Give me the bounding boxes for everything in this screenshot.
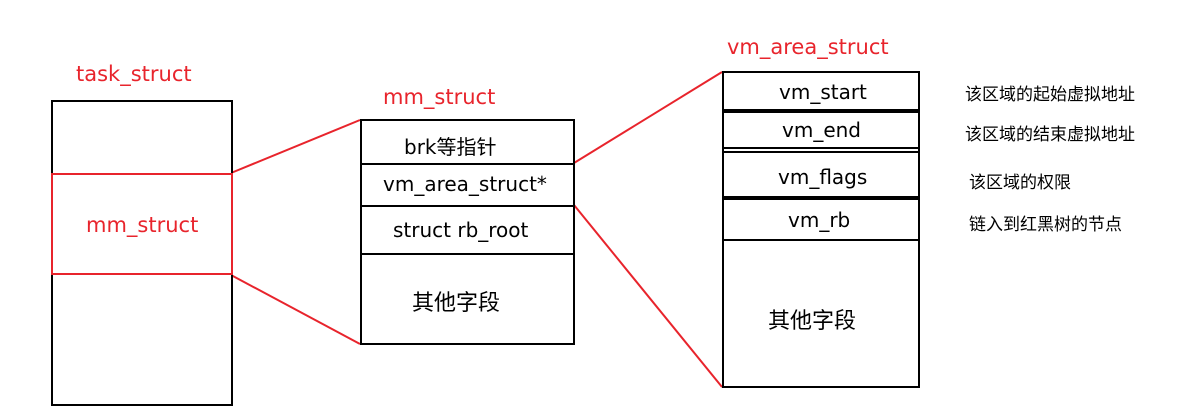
vma-cell-vm-rb [722, 198, 920, 241]
mm-struct-divider-3 [360, 253, 575, 255]
note-vm-rb: 链入到红黑树的节点 [969, 215, 1122, 235]
connector-mm-to-vma-top [573, 71, 723, 164]
task-struct-title: task_struct [76, 62, 192, 86]
vma-cell-vm-flags [722, 151, 920, 198]
note-vm-flags: 该区域的权限 [969, 173, 1071, 193]
connector-task-to-mm-top [230, 119, 361, 174]
connector-task-to-mm-bottom [230, 274, 361, 345]
vma-row-vm-end: vm_end [782, 118, 861, 142]
mm-struct-row-rb-root: struct rb_root [393, 218, 529, 242]
vma-cell-vm-start [722, 71, 920, 111]
vm-area-struct-title: vm_area_struct [727, 35, 889, 59]
connector-mm-to-vma-bottom [573, 204, 723, 388]
task-struct-box [51, 100, 233, 406]
vma-row-vm-start: vm_start [779, 80, 867, 104]
vma-row-vm-rb: vm_rb [788, 208, 851, 232]
mm-struct-box [360, 119, 575, 345]
vma-row-other: 其他字段 [768, 309, 857, 334]
vma-cell-vm-end [722, 111, 920, 149]
vma-row-vm-flags: vm_flags [778, 165, 868, 189]
mm-struct-divider-2 [360, 205, 575, 207]
task-struct-mm-field [51, 173, 233, 275]
mm-struct-divider-1 [360, 163, 575, 165]
mm-struct-row-brk: brk等指针 [404, 135, 497, 159]
task-struct-mm-label: mm_struct [86, 213, 199, 237]
mm-struct-row-other: 其他字段 [412, 291, 501, 316]
note-vm-start: 该区域的起始虚拟地址 [965, 85, 1135, 105]
mm-struct-row-vma-ptr: vm_area_struct* [383, 172, 547, 196]
note-vm-end: 该区域的结束虚拟地址 [965, 125, 1135, 145]
mm-struct-title: mm_struct [383, 85, 496, 109]
